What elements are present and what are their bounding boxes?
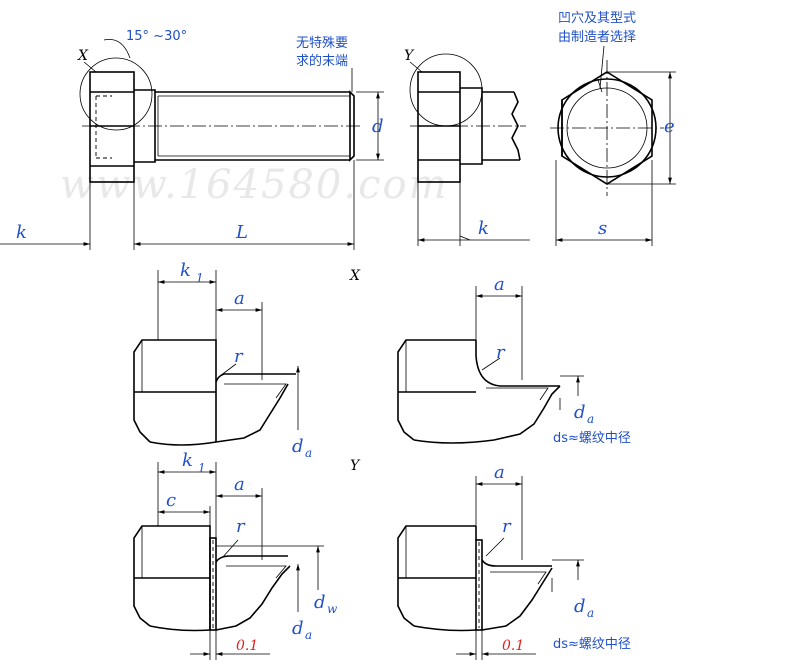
dim-a-y-left: a: [234, 474, 245, 495]
angle-label: 15° ~30°: [126, 29, 187, 44]
recess-note-line1: 凹穴及其型式: [558, 11, 636, 26]
dim-da-y-right: d: [574, 596, 586, 617]
dim-da-y-right-sub: a: [587, 606, 594, 620]
view-label-x: X: [77, 48, 89, 64]
dim-e: e: [664, 116, 675, 137]
dim-r-x-left: r: [234, 346, 244, 367]
dim-k1-x: k: [180, 260, 191, 281]
tol-y-right: 0.1: [502, 638, 524, 654]
end-note-line2: 求的末端: [296, 53, 348, 69]
ds-note-y: ds≈螺纹中径: [553, 637, 631, 652]
bolt-side-view: Y k: [404, 48, 530, 246]
detail-y-left: k 1 c a r d w d a 0.1: [133, 450, 338, 660]
dim-s: s: [598, 218, 607, 239]
dim-k1-y-sub: 1: [198, 461, 206, 475]
dim-dw-y-sub: w: [327, 602, 338, 616]
view-label-y: Y: [404, 48, 415, 64]
dim-da-x-right: d: [574, 402, 586, 423]
dim-a-y-right: a: [494, 462, 505, 483]
dim-da-y-left: d: [292, 618, 304, 639]
ds-note-x: ds≈螺纹中径: [553, 431, 631, 446]
detail-x-left: k 1 a r d a: [133, 260, 312, 460]
dim-da-x-left-sub: a: [305, 446, 312, 460]
detail-y-title: Y: [350, 458, 361, 474]
dim-k1-y: k: [182, 450, 193, 471]
recess-note-line2: 由制造者选择: [558, 30, 636, 45]
dim-k-left: k: [16, 222, 27, 243]
dim-r-y-right: r: [502, 516, 512, 537]
detail-x-right: a r d a ds≈螺纹中径: [397, 274, 631, 446]
dim-L: L: [235, 222, 248, 243]
dim-d: d: [372, 116, 384, 137]
dim-a-x-right: a: [494, 274, 505, 295]
watermark: www.164580.com: [60, 162, 449, 208]
detail-x-title: X: [349, 268, 361, 284]
bolt-front-view: X 15° ~30° 无特殊要 求的末端 d k L: [0, 29, 384, 250]
dim-a-x-left: a: [234, 288, 245, 309]
dim-k1-x-sub: 1: [196, 271, 204, 285]
dim-k-side: k: [478, 218, 489, 239]
end-note-line1: 无特殊要: [296, 36, 348, 51]
bolt-end-view: 凹穴及其型式 由制造者选择 e s: [550, 11, 676, 246]
dim-r-x-right: r: [496, 342, 506, 363]
dim-da-x-right-sub: a: [587, 412, 594, 426]
dim-da-y-left-sub: a: [305, 628, 312, 642]
detail-y-right: a r d a ds≈螺纹中径 0.1: [397, 462, 631, 660]
dim-r-y-left: r: [236, 516, 246, 537]
dim-da-x-left: d: [292, 436, 304, 457]
tol-y-left: 0.1: [236, 638, 258, 654]
dim-dw-y: d: [314, 592, 326, 613]
dim-c-y: c: [166, 490, 176, 511]
